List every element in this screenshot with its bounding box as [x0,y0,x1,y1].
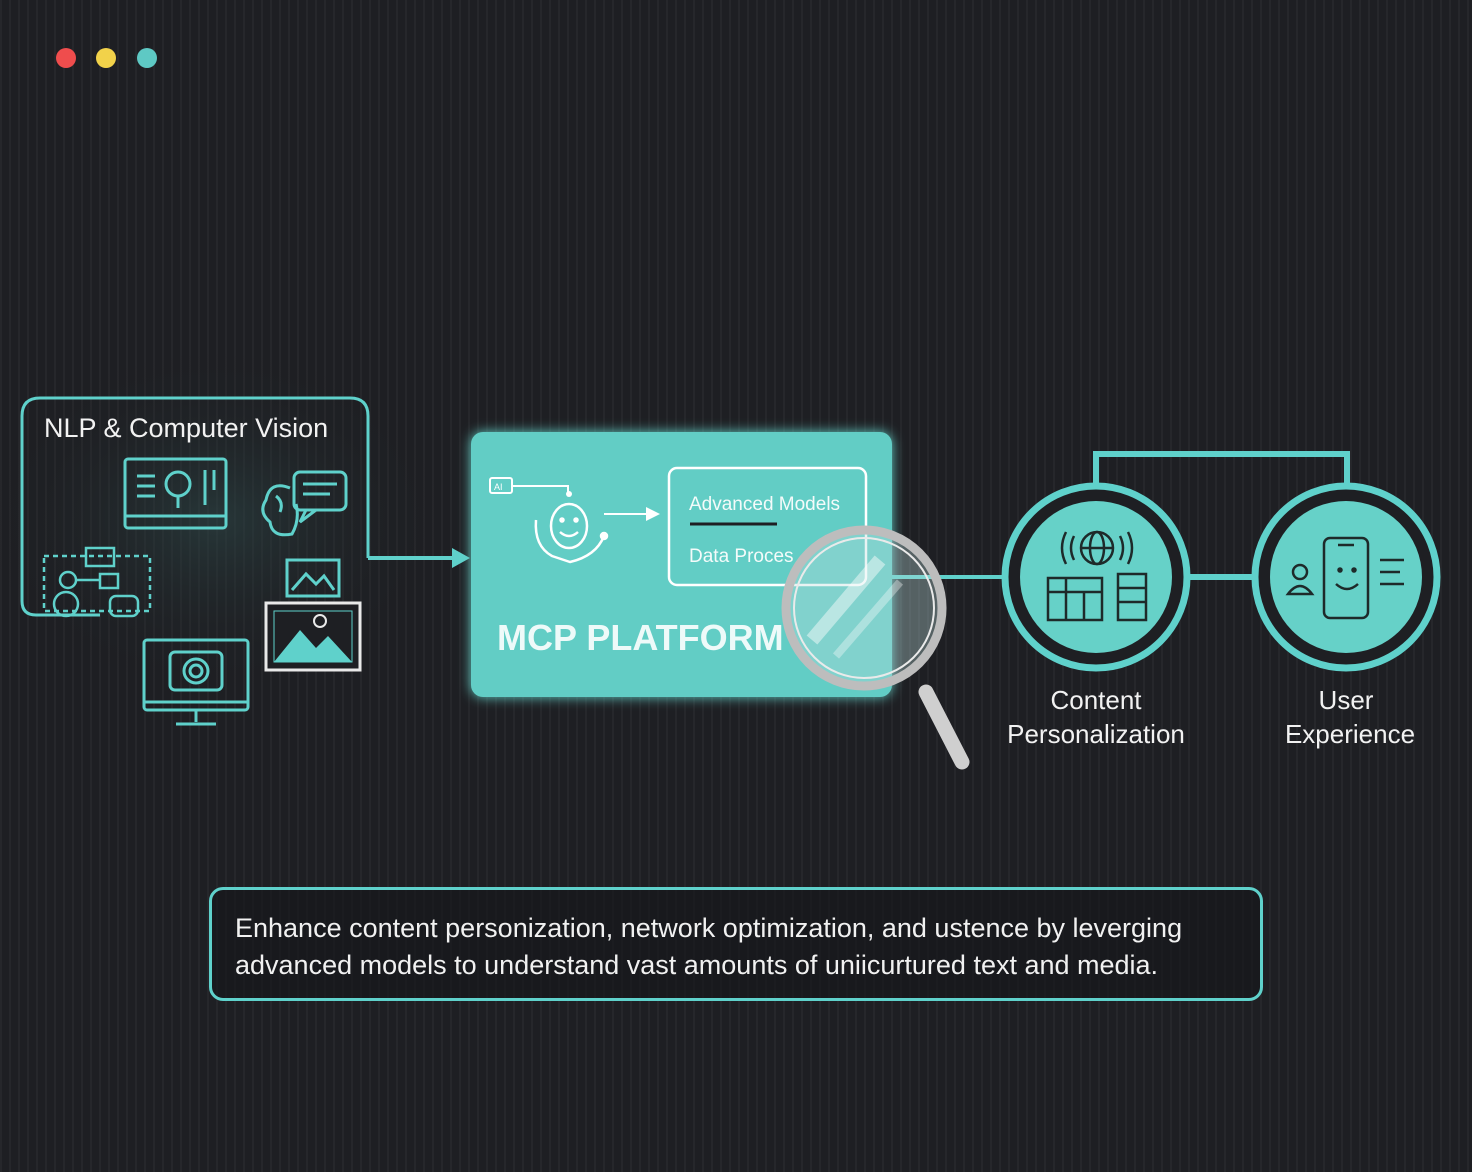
platform-title: MCP PLATFORM [497,617,784,658]
caption-box: Enhance content personization, network o… [209,887,1263,1001]
ai-badge: AI [494,482,503,492]
window-minimize-dot[interactable] [96,48,116,68]
input-panel: NLP & Computer Vision [20,396,370,726]
platform-item-advanced-models: Advanced Models [689,494,840,515]
output-node-content-personalization: Content Personalization [1001,482,1191,749]
window-zoom-dot[interactable] [137,48,157,68]
output-label-user: User [1319,685,1374,715]
output-label-personalization: Personalization [1007,719,1185,749]
dashboard-icon [123,457,228,530]
camera-monitor-icon [142,638,250,726]
smiley-bot-icon [534,502,609,564]
image-icon [285,558,341,598]
user-phone-icon [1285,536,1404,620]
input-panel-title: NLP & Computer Vision [44,413,328,443]
platform-item-data-processing: Data Proces [689,546,794,567]
photo-icon [264,601,362,672]
magnifier-icon [781,525,970,770]
window-close-dot[interactable] [56,48,76,68]
brain-chat-icon [261,470,348,537]
caption-line-1: Enhance content personization, network o… [235,913,1183,943]
workflow-icon [42,546,152,618]
output-label-content: Content [1050,685,1142,715]
globe-layout-icon [1046,530,1148,622]
arrow-to-platform [368,548,470,568]
outputs-connector [1093,451,1350,580]
output-node-user-experience: User Experience [1251,482,1441,749]
caption-line-2: advanced models to understand vast amoun… [235,950,1159,980]
output-label-experience: Experience [1285,719,1415,749]
